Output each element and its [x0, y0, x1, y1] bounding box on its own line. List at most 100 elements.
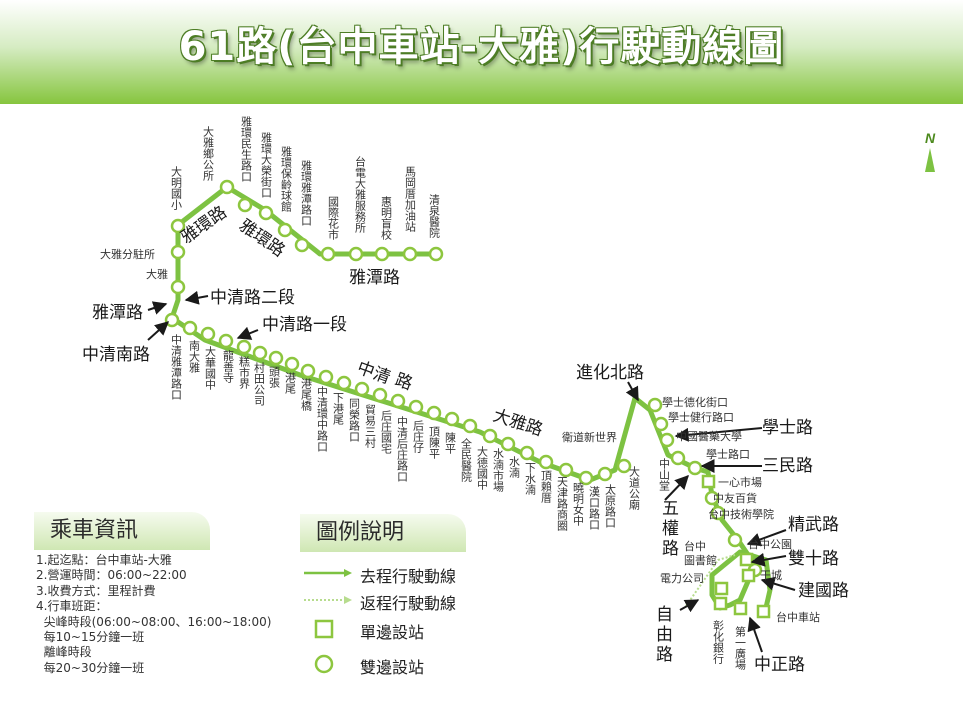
stop-name: 台中	[684, 539, 706, 553]
stop-name: 中清環中路口	[316, 386, 329, 452]
info-line: 2.營運時間：06:00~22:00	[36, 568, 187, 583]
road-label-zhongzheng: 中正路	[754, 655, 805, 675]
stop-name: 圖書館	[684, 553, 717, 567]
info-line: 1.起迄點：台中車站-大雅	[36, 553, 172, 567]
legend-circle-icon	[314, 654, 334, 674]
stop-name: 彰化銀行	[712, 619, 725, 665]
stop-name: 台中車站	[776, 610, 820, 624]
stop-circle	[704, 490, 720, 506]
stop-name: 學士健行路口	[668, 411, 734, 424]
pointer-arrows	[147, 290, 796, 653]
stop-circle	[164, 312, 180, 328]
road-label-zhongqing-2: 中清路二段	[210, 288, 295, 308]
stop-name: 大華國中	[204, 345, 217, 390]
stop-circle	[336, 375, 352, 391]
stop-circle	[659, 432, 675, 448]
stop-square	[714, 581, 729, 596]
road-label-zhongqing-suffix: 路	[392, 370, 415, 395]
stop-square	[733, 601, 748, 616]
stop-circle	[294, 237, 310, 253]
stop-square	[756, 604, 771, 619]
stop-circle	[252, 345, 268, 361]
stop-circle	[374, 246, 390, 262]
route-line-outbound	[169, 184, 773, 613]
info-heading: 乘車資訊	[34, 512, 210, 550]
legend-heading: 圖例說明	[300, 514, 466, 552]
info-line: 每20~30分鐘一班	[36, 660, 145, 675]
legend-return-arrow-icon	[344, 596, 352, 604]
stop-name: 中山堂	[658, 458, 671, 491]
stop-name: 國際花市	[327, 196, 340, 241]
stop-name: 中清雅潭路口	[170, 334, 183, 400]
stop-circle	[268, 350, 284, 366]
info-line: 4.行車班距：	[36, 599, 108, 614]
stop-name: 台電大雅服務所	[354, 155, 367, 234]
stop-circle	[408, 399, 424, 415]
stop-circle	[653, 416, 669, 432]
stop-name: 下港尾	[332, 392, 345, 425]
stop-name: 大德國中	[476, 445, 489, 490]
header-banner: 61路(台中車站-大雅)行駛動線圖	[0, 0, 963, 104]
road-label-zhongqing-south: 中清南路	[82, 345, 150, 365]
stop-circle	[182, 320, 198, 336]
road-label-zhongqing-1: 中清路一段	[262, 315, 347, 335]
stop-circle	[538, 454, 554, 470]
stop-name: 水湳市場	[492, 448, 505, 493]
stop-name: 學士路口	[706, 448, 750, 461]
single-side-stops	[701, 474, 771, 619]
stop-name: 惠明盲校	[380, 195, 393, 241]
legend-return-label: 返程行駛動線	[360, 594, 457, 613]
legend-symbols	[304, 569, 352, 674]
road-label-yatan-left: 雅潭路	[92, 303, 143, 323]
stop-name: 中國醫藥大學	[676, 429, 742, 443]
stop-circle	[670, 450, 686, 466]
stop-circle	[402, 246, 418, 262]
road-label-yahuan-1: 雅環路	[177, 202, 230, 248]
north-label: N	[925, 130, 936, 146]
stop-circle	[578, 470, 594, 486]
stop-circle	[284, 356, 300, 372]
stop-name: 漢口路口	[588, 486, 601, 530]
stop-name: 南大雅	[188, 340, 201, 373]
info-line: 尖峰時段(06:00~08:00、16:00~18:00)	[36, 614, 272, 629]
stop-name: 水湳	[508, 456, 521, 478]
stop-circle	[170, 218, 186, 234]
stop-name: 大道公廟	[628, 465, 641, 511]
stop-name: 天津路商圈	[556, 476, 569, 532]
stop-square	[741, 568, 756, 583]
stop-circle	[444, 411, 460, 427]
stop-circle	[320, 246, 336, 262]
stop-name: 大雅	[146, 267, 168, 281]
stop-name: 學士德化街口	[662, 395, 728, 409]
road-label-wuquan-3: 路	[662, 539, 679, 559]
stop-square	[713, 596, 728, 611]
stop-circle	[390, 393, 406, 409]
stop-circle	[519, 445, 535, 461]
road-label-yatan-top: 雅潭路	[349, 268, 400, 288]
stop-circle	[219, 179, 235, 195]
route-line-return	[685, 554, 736, 607]
stop-circle	[277, 222, 293, 238]
stop-name: 雅環雅潭路口	[300, 159, 313, 226]
stop-name: 村田公司	[253, 361, 266, 406]
double-side-stops	[164, 179, 763, 578]
stop-circle	[170, 279, 186, 295]
stop-name: 中清后庄路口	[396, 416, 409, 482]
stop-name: 頂陳平	[428, 426, 441, 460]
stop-circle	[482, 428, 498, 444]
road-label-wuquan-2: 權	[662, 519, 679, 539]
road-label-ziyou-3: 路	[656, 645, 673, 665]
page-title: 61路(台中車站-大雅)行駛動線圖	[178, 24, 785, 70]
stop-circle	[462, 418, 478, 434]
road-label-xueshi: 學士路	[762, 418, 813, 438]
legend-single-label: 單邊設站	[360, 623, 425, 642]
stop-circle	[500, 436, 516, 452]
stop-circle	[354, 381, 370, 397]
stop-name: 港尾橋	[300, 378, 313, 412]
stop-square	[739, 552, 754, 567]
stop-name: 港尾	[284, 372, 297, 394]
stop-circle	[616, 458, 632, 474]
legend-outbound-arrow-icon	[344, 569, 352, 577]
road-label-sanmin: 三民路	[762, 456, 813, 476]
